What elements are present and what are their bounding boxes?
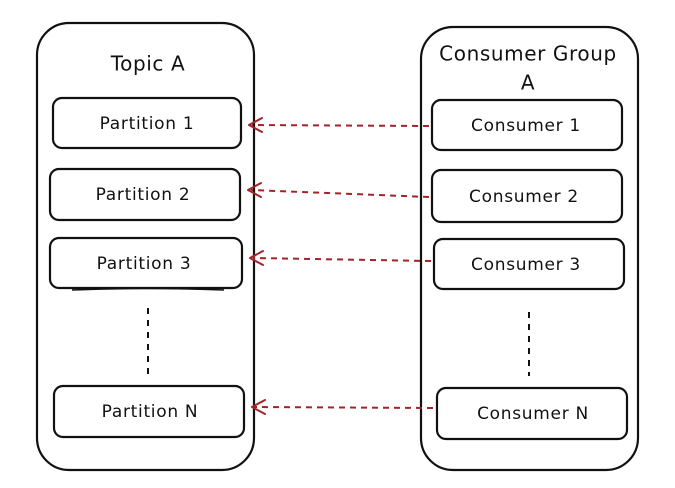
partition-box bbox=[51, 96, 243, 150]
consumer-label: Consumer N bbox=[477, 404, 589, 424]
partition-node: Partition 1 bbox=[51, 96, 243, 150]
arrow-line bbox=[251, 124, 430, 127]
consumer-label: Consumer 1 bbox=[471, 116, 581, 136]
consumer-box bbox=[430, 168, 624, 224]
partition-label: Partition 3 bbox=[97, 254, 192, 274]
partition-node: Partition 2 bbox=[48, 167, 242, 222]
consumer-box bbox=[435, 386, 629, 441]
consumer-node: Consumer N bbox=[435, 386, 629, 441]
consumer-label: Consumer 2 bbox=[469, 187, 579, 207]
partition-label: Partition 1 bbox=[100, 114, 195, 134]
partition-box bbox=[48, 167, 242, 222]
consumer-group-title-line2: A bbox=[521, 71, 535, 95]
arrow-head bbox=[248, 117, 263, 133]
consumer-label: Consumer 3 bbox=[471, 255, 581, 275]
arrow-head bbox=[247, 182, 262, 198]
consumer-node: Consumer 1 bbox=[430, 98, 624, 152]
partition-label: Partition 2 bbox=[96, 185, 191, 205]
arrow-head bbox=[249, 250, 264, 266]
arrow-line bbox=[254, 406, 434, 409]
consumer-box bbox=[430, 98, 624, 152]
arrow-line bbox=[252, 257, 432, 262]
partition-node: Partition N bbox=[52, 384, 246, 439]
partition-label: Partition N bbox=[102, 402, 199, 422]
arrow-consumer-1-to-partition-1 bbox=[248, 117, 430, 133]
consumer-node: Consumer 2 bbox=[430, 168, 624, 224]
consumer-node: Consumer 3 bbox=[432, 237, 626, 291]
arrow-consumer-n-to-partition-n bbox=[251, 399, 434, 415]
partition-node: Partition 3 bbox=[48, 236, 244, 291]
arrow-consumer-2-to-partition-2 bbox=[247, 182, 430, 198]
partition-box-shadow bbox=[71, 287, 225, 291]
consumer-group-container: Consumer Group A Consumer 1 Consumer 2 C… bbox=[419, 25, 640, 472]
consumer-box bbox=[432, 237, 626, 291]
arrow-consumer-3-to-partition-3 bbox=[249, 250, 432, 266]
topic-container: Topic A Partition 1 Partition 2 Partitio… bbox=[35, 21, 256, 472]
arrow-head bbox=[251, 399, 266, 415]
consumer-group-title-line1: Consumer Group bbox=[439, 42, 617, 66]
topic-title: Topic A bbox=[110, 52, 186, 76]
arrow-line bbox=[250, 189, 430, 198]
partition-box bbox=[52, 384, 246, 439]
